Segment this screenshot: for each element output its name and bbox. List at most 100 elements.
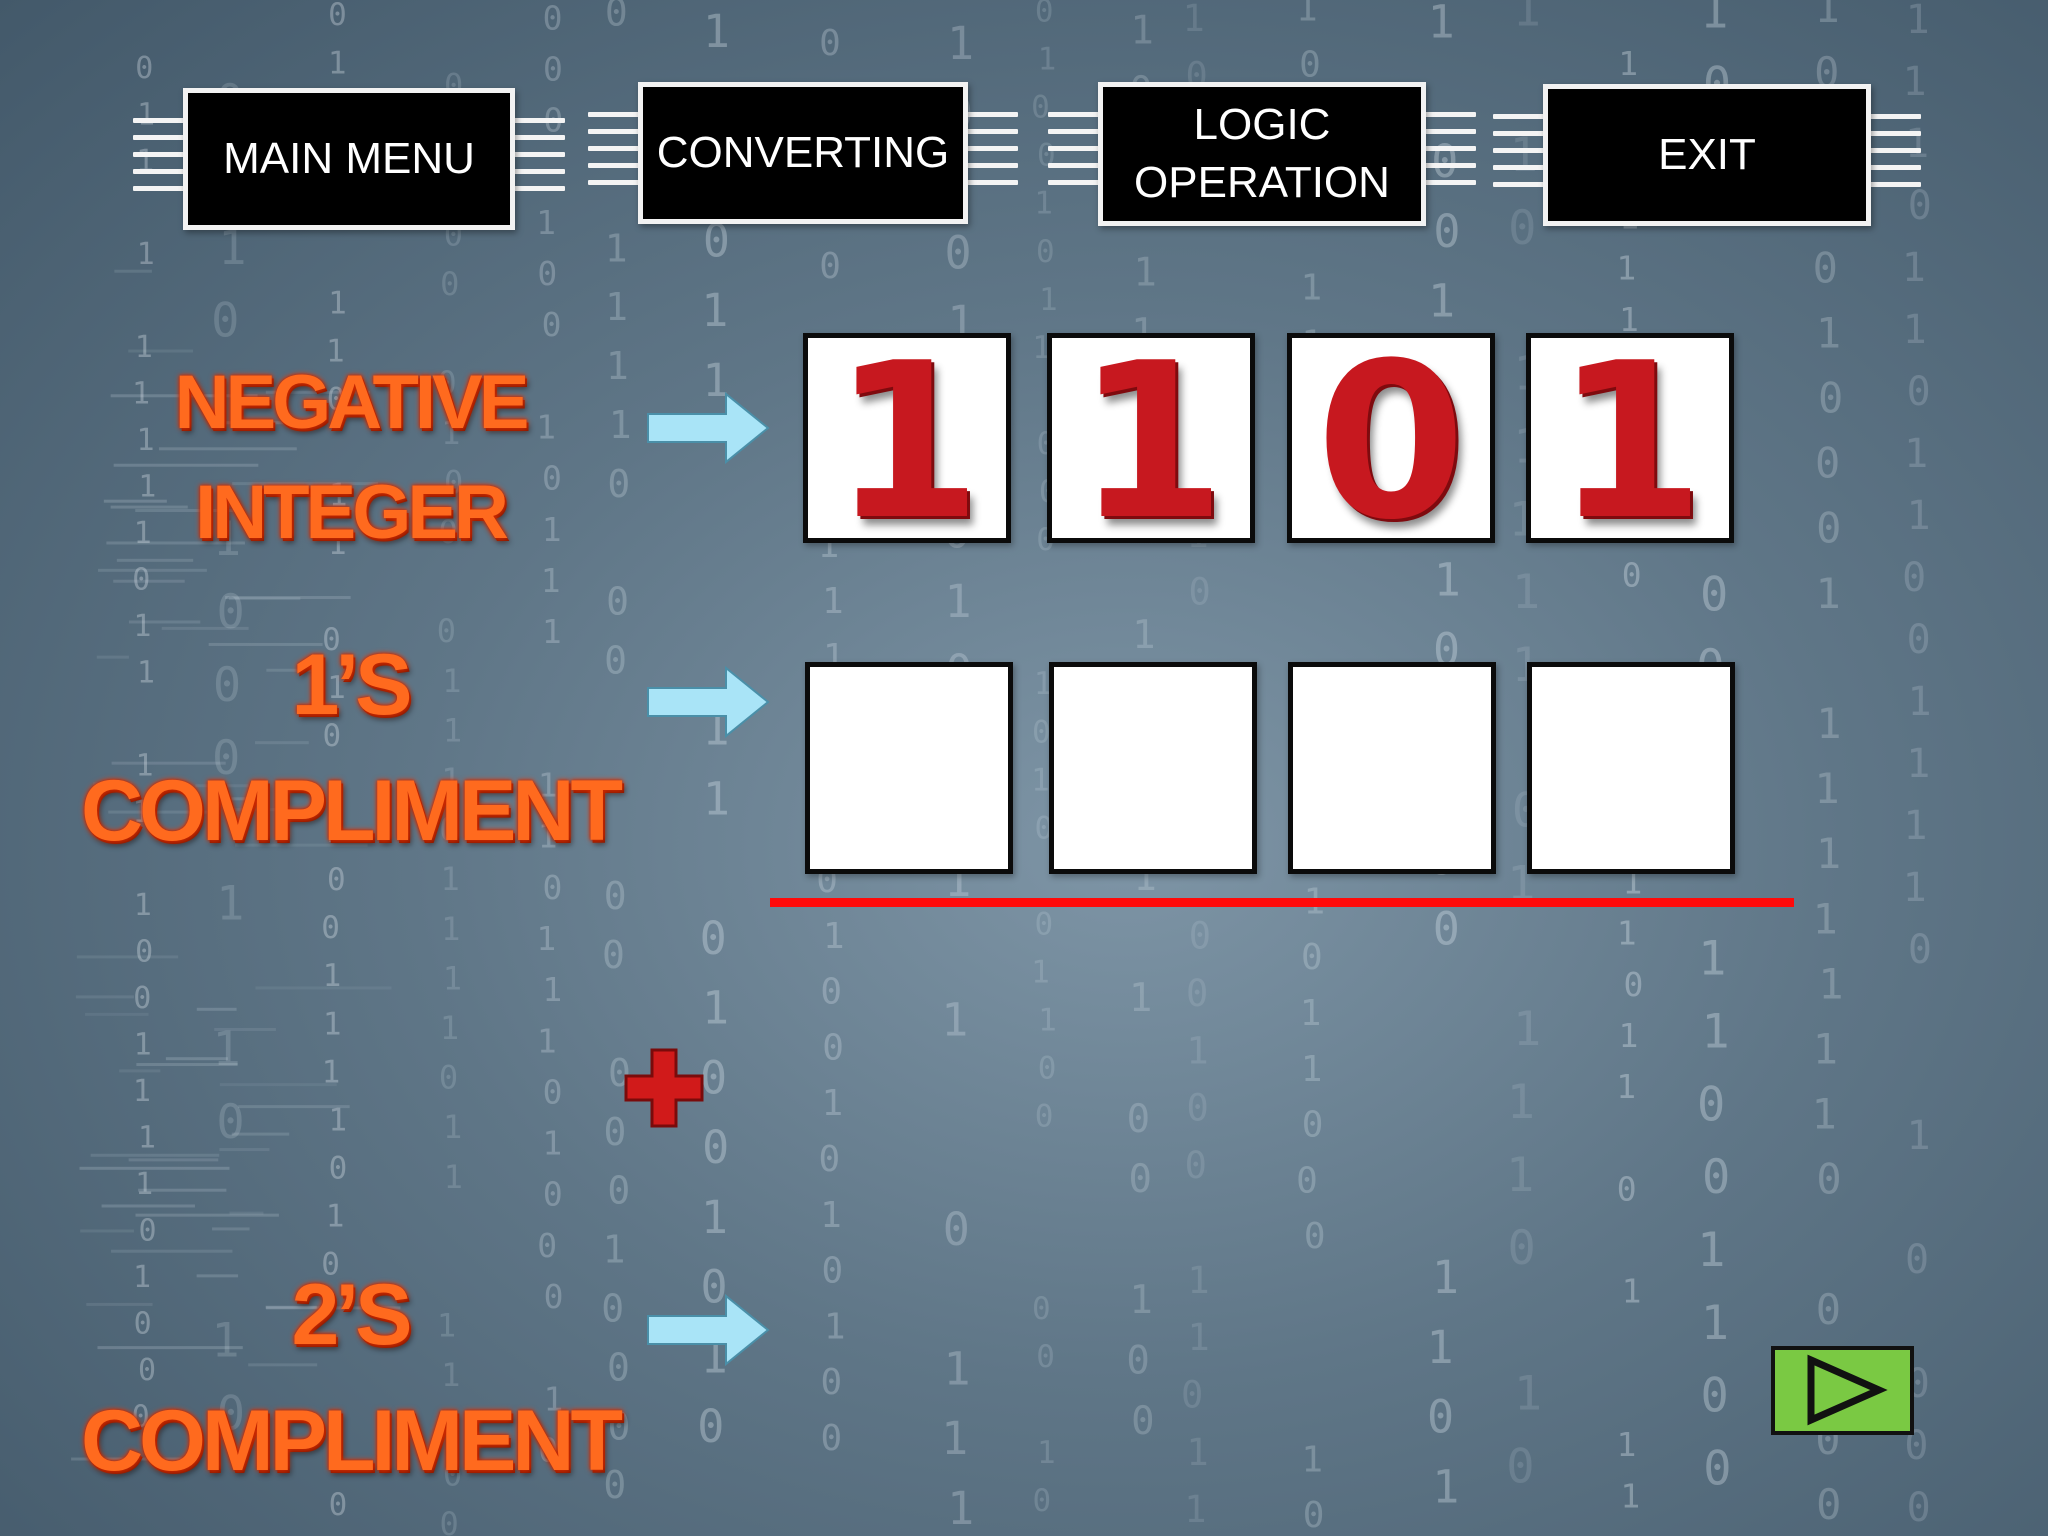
svg-text:1: 1 xyxy=(605,226,628,270)
svg-text:1: 1 xyxy=(1432,1460,1459,1513)
svg-text:0: 0 xyxy=(1304,1216,1326,1257)
svg-text:0: 0 xyxy=(1700,567,1728,622)
svg-text:0: 0 xyxy=(608,1404,631,1448)
main-menu-button[interactable]: MAIN MENU xyxy=(133,88,565,230)
svg-text:1: 1 xyxy=(443,1108,462,1146)
svg-text:1: 1 xyxy=(1301,1439,1323,1480)
svg-text:0: 0 xyxy=(702,1121,729,1174)
answer-box[interactable] xyxy=(1049,662,1257,874)
svg-text:1: 1 xyxy=(536,407,556,446)
svg-text:0: 0 xyxy=(211,294,239,349)
svg-text:0: 0 xyxy=(135,935,153,970)
twos-complement-label: 2’S COMPLIMENT xyxy=(70,1252,630,1504)
svg-text:1: 1 xyxy=(1813,1025,1838,1074)
svg-text:1: 1 xyxy=(941,994,968,1047)
svg-text:1: 1 xyxy=(213,512,241,567)
svg-text:1: 1 xyxy=(1510,128,1538,183)
svg-text:0: 0 xyxy=(1035,0,1054,30)
svg-text:1: 1 xyxy=(1428,0,1455,49)
svg-text:1: 1 xyxy=(536,919,556,958)
svg-text:0: 0 xyxy=(543,0,563,37)
exit-button[interactable]: EXIT xyxy=(1493,84,1921,226)
svg-text:0: 0 xyxy=(328,0,347,33)
svg-text:1: 1 xyxy=(1031,762,1050,798)
svg-text:0: 0 xyxy=(537,1226,557,1265)
svg-text:1: 1 xyxy=(441,910,460,948)
svg-text:0: 0 xyxy=(607,1169,630,1213)
svg-text:1: 1 xyxy=(1813,894,1838,943)
svg-text:1: 1 xyxy=(1907,679,1931,725)
arrow-right-icon xyxy=(647,391,770,465)
svg-text:0: 0 xyxy=(1036,1339,1055,1375)
answer-box[interactable] xyxy=(1288,662,1496,874)
svg-text:0: 0 xyxy=(1034,810,1053,846)
svg-text:0: 0 xyxy=(1907,1485,1931,1531)
svg-text:0: 0 xyxy=(217,585,245,640)
svg-text:0: 0 xyxy=(697,1400,724,1453)
svg-text:1: 1 xyxy=(328,45,347,81)
svg-text:1: 1 xyxy=(1618,44,1638,83)
svg-text:1: 1 xyxy=(1619,1016,1639,1055)
svg-text:0: 0 xyxy=(607,462,630,506)
answer-box[interactable] xyxy=(1527,662,1735,874)
svg-text:1: 1 xyxy=(138,470,156,505)
svg-text:0: 0 xyxy=(1038,1051,1057,1087)
svg-text:0: 0 xyxy=(135,51,153,86)
svg-text:0: 0 xyxy=(1433,902,1460,955)
svg-text:1: 1 xyxy=(542,970,562,1009)
answer-box[interactable] xyxy=(805,662,1013,874)
svg-text:0: 0 xyxy=(1035,1099,1054,1135)
next-button[interactable] xyxy=(1771,1346,1914,1435)
svg-text:1: 1 xyxy=(1619,300,1639,339)
svg-text:1: 1 xyxy=(135,1167,153,1202)
svg-text:0: 0 xyxy=(607,1345,630,1389)
svg-text:1: 1 xyxy=(444,1158,463,1196)
svg-text:1: 1 xyxy=(1133,250,1156,295)
svg-text:0: 0 xyxy=(321,1247,340,1283)
logic-operation-button[interactable]: LOGIC OPERATION xyxy=(1048,82,1476,226)
svg-text:0: 0 xyxy=(1131,1399,1154,1444)
svg-text:0: 0 xyxy=(543,49,563,88)
svg-text:1: 1 xyxy=(132,377,150,412)
svg-text:1: 1 xyxy=(134,1028,152,1063)
svg-text:1: 1 xyxy=(1816,308,1841,357)
svg-text:0: 0 xyxy=(134,1307,152,1342)
svg-text:0: 0 xyxy=(1816,504,1841,553)
svg-text:0: 0 xyxy=(321,910,340,946)
svg-text:0: 0 xyxy=(217,1386,245,1441)
bit-box: 1 xyxy=(1047,333,1255,549)
svg-text:1: 1 xyxy=(440,1406,459,1444)
svg-text:1: 1 xyxy=(1905,121,1929,167)
svg-text:1: 1 xyxy=(603,1228,626,1272)
svg-text:1: 1 xyxy=(443,711,462,749)
svg-text:1: 1 xyxy=(1616,1067,1636,1106)
svg-text:1: 1 xyxy=(328,526,347,562)
svg-text:1: 1 xyxy=(137,423,155,458)
svg-text:1: 1 xyxy=(1617,914,1637,953)
svg-text:1: 1 xyxy=(1188,1316,1210,1359)
plus-icon xyxy=(624,1048,704,1128)
svg-text:0: 0 xyxy=(1703,1442,1731,1497)
svg-text:0: 0 xyxy=(1427,1391,1454,1444)
svg-text:0: 0 xyxy=(327,382,346,418)
main-menu-label: MAIN MENU xyxy=(183,88,515,230)
svg-text:1: 1 xyxy=(1816,829,1841,878)
chip-pins-left xyxy=(133,118,187,198)
svg-text:1: 1 xyxy=(1815,0,1840,32)
svg-text:0: 0 xyxy=(1185,1144,1207,1187)
svg-text:1: 1 xyxy=(1907,1113,1931,1159)
svg-text:1: 1 xyxy=(824,1306,846,1347)
svg-text:1: 1 xyxy=(1434,554,1461,607)
svg-text:0: 0 xyxy=(139,1214,157,1249)
svg-text:0: 0 xyxy=(943,1203,970,1256)
svg-text:1: 1 xyxy=(944,575,971,628)
chip-pins-right xyxy=(1867,114,1921,194)
svg-text:0: 0 xyxy=(700,912,727,965)
svg-text:1: 1 xyxy=(544,1379,564,1418)
svg-text:0: 0 xyxy=(1816,1155,1841,1204)
svg-text:1: 1 xyxy=(329,478,348,514)
svg-text:1: 1 xyxy=(1038,1003,1057,1039)
svg-text:1: 1 xyxy=(138,1121,156,1156)
svg-text:1: 1 xyxy=(702,354,729,407)
converting-button[interactable]: CONVERTING xyxy=(588,82,1018,224)
